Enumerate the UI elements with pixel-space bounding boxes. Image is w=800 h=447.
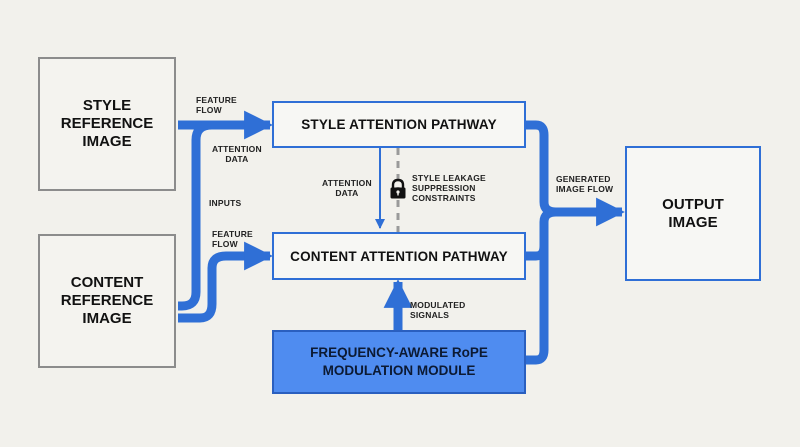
style-leakage-label: STYLE LEAKAGE SUPPRESSION CONSTRAINTS — [412, 173, 486, 203]
lock-icon — [390, 178, 406, 199]
content-reference-image-box: CONTENT REFERENCE IMAGE — [38, 234, 176, 368]
feature-flow-arrow-content — [178, 241, 273, 323]
style-reference-image-box: STYLE REFERENCE IMAGE — [38, 57, 176, 191]
frequency-aware-rope-module-label: FREQUENCY-AWARE RoPE MODULATION MODULE — [310, 345, 488, 378]
attention-data-label-left: ATTENTION DATA — [212, 144, 262, 164]
frequency-aware-rope-module-box: FREQUENCY-AWARE RoPE MODULATION MODULE — [272, 330, 526, 394]
output-image-label: OUTPUT IMAGE — [662, 195, 724, 231]
feature-flow-label-bottom: FEATURE FLOW — [212, 229, 253, 249]
content-attention-pathway-label: CONTENT ATTENTION PATHWAY — [290, 248, 508, 264]
inputs-label: INPUTS — [209, 198, 242, 208]
style-reference-image-label: STYLE REFERENCE IMAGE — [60, 97, 154, 150]
attention-data-label-mid: ATTENTION DATA — [322, 178, 372, 198]
style-attention-pathway-box: STYLE ATTENTION PATHWAY — [272, 101, 526, 148]
style-to-output-line — [526, 120, 557, 217]
output-image-box: OUTPUT IMAGE — [625, 146, 761, 281]
modulation-to-output-line — [526, 222, 549, 365]
style-attention-pathway-label: STYLE ATTENTION PATHWAY — [301, 117, 497, 132]
content-reference-image-label: CONTENT REFERENCE IMAGE — [60, 274, 154, 327]
inputs-trunk-arrow — [178, 120, 230, 311]
generated-image-flow-label: GENERATED IMAGE FLOW — [556, 174, 614, 194]
feature-flow-label-top: FEATURE FLOW — [196, 95, 237, 115]
modulated-signals-label: MODULATED SIGNALS — [410, 300, 466, 320]
content-attention-pathway-box: CONTENT ATTENTION PATHWAY — [272, 232, 526, 280]
